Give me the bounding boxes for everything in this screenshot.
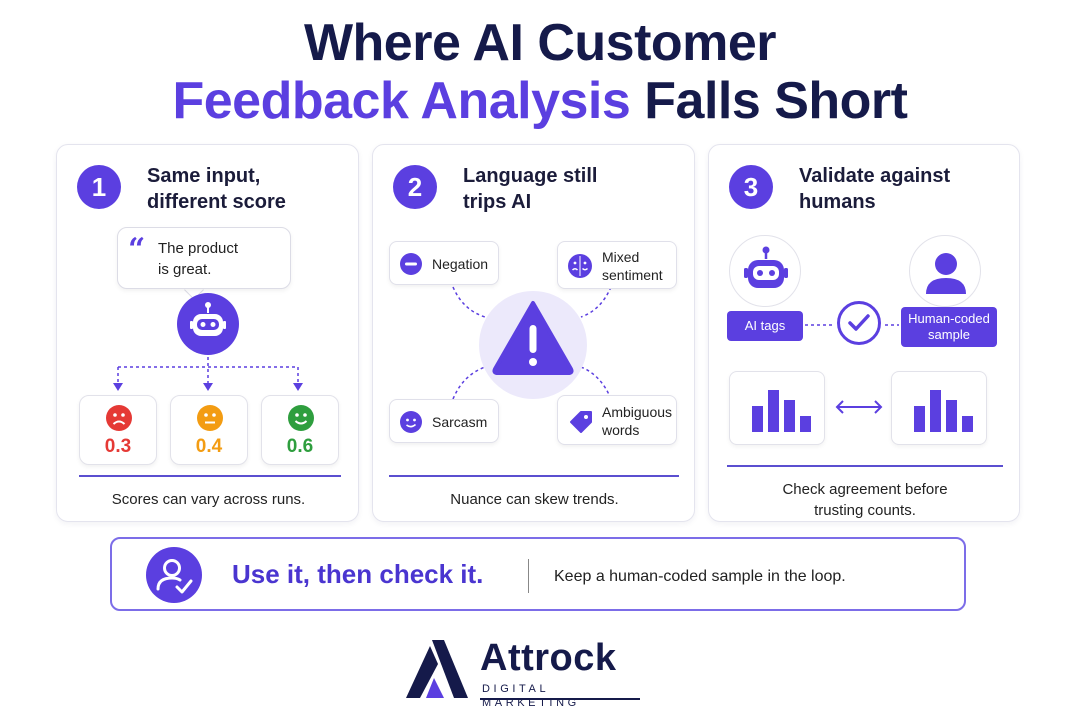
card-3-caption: Check agreement before trusting counts. <box>709 479 1021 521</box>
card-same-input: 1 Same input, different score “ The prod… <box>56 144 359 522</box>
card-3-title-line-1: Validate against <box>799 165 951 187</box>
tag-mixed-line-2: sentiment <box>602 267 663 283</box>
title-accent: Feedback Analysis <box>172 72 631 130</box>
attrock-logo: Attrock DIGITAL MARKETING <box>404 636 644 709</box>
page-title: Where AI Customer Feedback Analysis Fall… <box>0 14 1080 130</box>
person-icon <box>926 253 966 294</box>
human-coded-line-1: Human-coded <box>908 311 990 326</box>
ai-tags-label: AI tags <box>727 311 803 341</box>
smirk-face-icon <box>400 411 422 433</box>
ai-robot-badge <box>729 235 801 307</box>
tag-sarcasm: Sarcasm <box>389 399 499 443</box>
card-3-divider <box>727 465 1003 467</box>
score-value-low: 0.3 <box>104 436 132 457</box>
card-3-caption-line-2: trusting counts. <box>814 502 916 519</box>
quote-line-1: The product <box>158 240 239 257</box>
price-tag-icon <box>570 411 592 433</box>
bar-chart-icon <box>752 390 811 432</box>
happy-face-icon <box>288 405 314 431</box>
score-box-high: 0.6 <box>261 395 339 465</box>
tag-ambiguous-words: Ambiguous words <box>557 395 677 445</box>
robot-icon <box>744 246 788 288</box>
check-icon <box>837 301 881 345</box>
connector-lines <box>452 286 612 400</box>
mixed-faces-icon <box>568 254 592 278</box>
comparison-connectors <box>805 324 899 414</box>
card-language: 2 Language still trips AI Negation <box>372 144 695 522</box>
sad-face-icon <box>106 405 132 431</box>
step-number-1: 1 <box>77 165 121 209</box>
score-box-mid: 0.4 <box>170 395 248 465</box>
quote-text: The product is great. <box>158 238 288 280</box>
card-1-title: Same input, different score <box>147 163 347 215</box>
tag-negation: Negation <box>389 241 499 285</box>
step-number-3: 3 <box>729 165 773 209</box>
card-2-title: Language still trips AI <box>463 163 663 215</box>
score-box-low: 0.3 <box>79 395 157 465</box>
attrock-logo-mark-icon <box>406 640 468 698</box>
callout-banner: Use it, then check it. Keep a human-code… <box>110 537 966 611</box>
card-1-title-line-2: different score <box>147 191 286 213</box>
human-badge <box>909 235 981 307</box>
card-1-divider <box>79 475 341 477</box>
user-check-icon <box>146 547 202 603</box>
card-1-title-line-1: Same input, <box>147 165 261 187</box>
card-3-title-line-2: humans <box>799 191 876 213</box>
warning-icon <box>492 301 574 375</box>
tag-mixed-line-1: Mixed <box>602 249 640 265</box>
logo-name: Attrock <box>480 637 617 679</box>
tag-ambiguous-line-1: Ambiguous <box>602 404 673 420</box>
quote-bubble: “ The product is great. <box>117 227 291 289</box>
card-3-title: Validate against humans <box>799 163 999 215</box>
logo-tagline: DIGITAL MARKETING <box>482 683 580 709</box>
step-number-2: 2 <box>393 165 437 209</box>
human-bar-chart <box>891 371 987 445</box>
bar-chart-icon <box>914 390 973 432</box>
quote-icon: “ <box>128 232 146 267</box>
banner-separator <box>528 559 529 593</box>
card-2-caption: Nuance can skew trends. <box>450 491 619 508</box>
branch-arrows <box>113 357 303 391</box>
tag-ambiguous-label: Ambiguous words <box>602 403 672 439</box>
card-1-caption: Scores can vary across runs. <box>111 491 306 508</box>
human-coded-label: Human-coded sample <box>901 307 997 347</box>
card-2-title-line-2: trips AI <box>463 191 532 213</box>
title-line-1: Where AI Customer <box>303 14 777 72</box>
tag-sarcasm-label: Sarcasm <box>432 414 488 430</box>
robot-icon <box>177 293 239 355</box>
title-line-2: Feedback Analysis Falls Short <box>0 72 1080 130</box>
card-2-divider <box>389 475 679 477</box>
score-value-mid: 0.4 <box>195 436 223 457</box>
tag-mixed-sentiment: Mixed sentiment <box>557 241 677 289</box>
logo-underline <box>480 698 640 700</box>
card-validate: 3 Validate against humans AI tags Human-… <box>708 144 1020 522</box>
score-value-high: 0.6 <box>286 436 314 457</box>
tag-negation-label: Negation <box>432 256 489 272</box>
neutral-face-icon <box>197 405 223 431</box>
banner-text: Keep a human-coded sample in the loop. <box>554 568 846 585</box>
ai-bar-chart <box>729 371 825 445</box>
title-rest: Falls Short <box>644 72 908 130</box>
minus-circle-icon <box>400 253 422 275</box>
tag-ambiguous-line-2: words <box>602 422 640 438</box>
card-3-caption-line-1: Check agreement before <box>782 481 948 498</box>
card-2-title-line-1: Language still <box>463 165 598 187</box>
tag-mixed-label: Mixed sentiment <box>602 248 663 284</box>
human-coded-line-2: sample <box>928 327 970 342</box>
banner-headline: Use it, then check it. <box>232 559 484 589</box>
quote-line-2: is great. <box>158 261 212 278</box>
